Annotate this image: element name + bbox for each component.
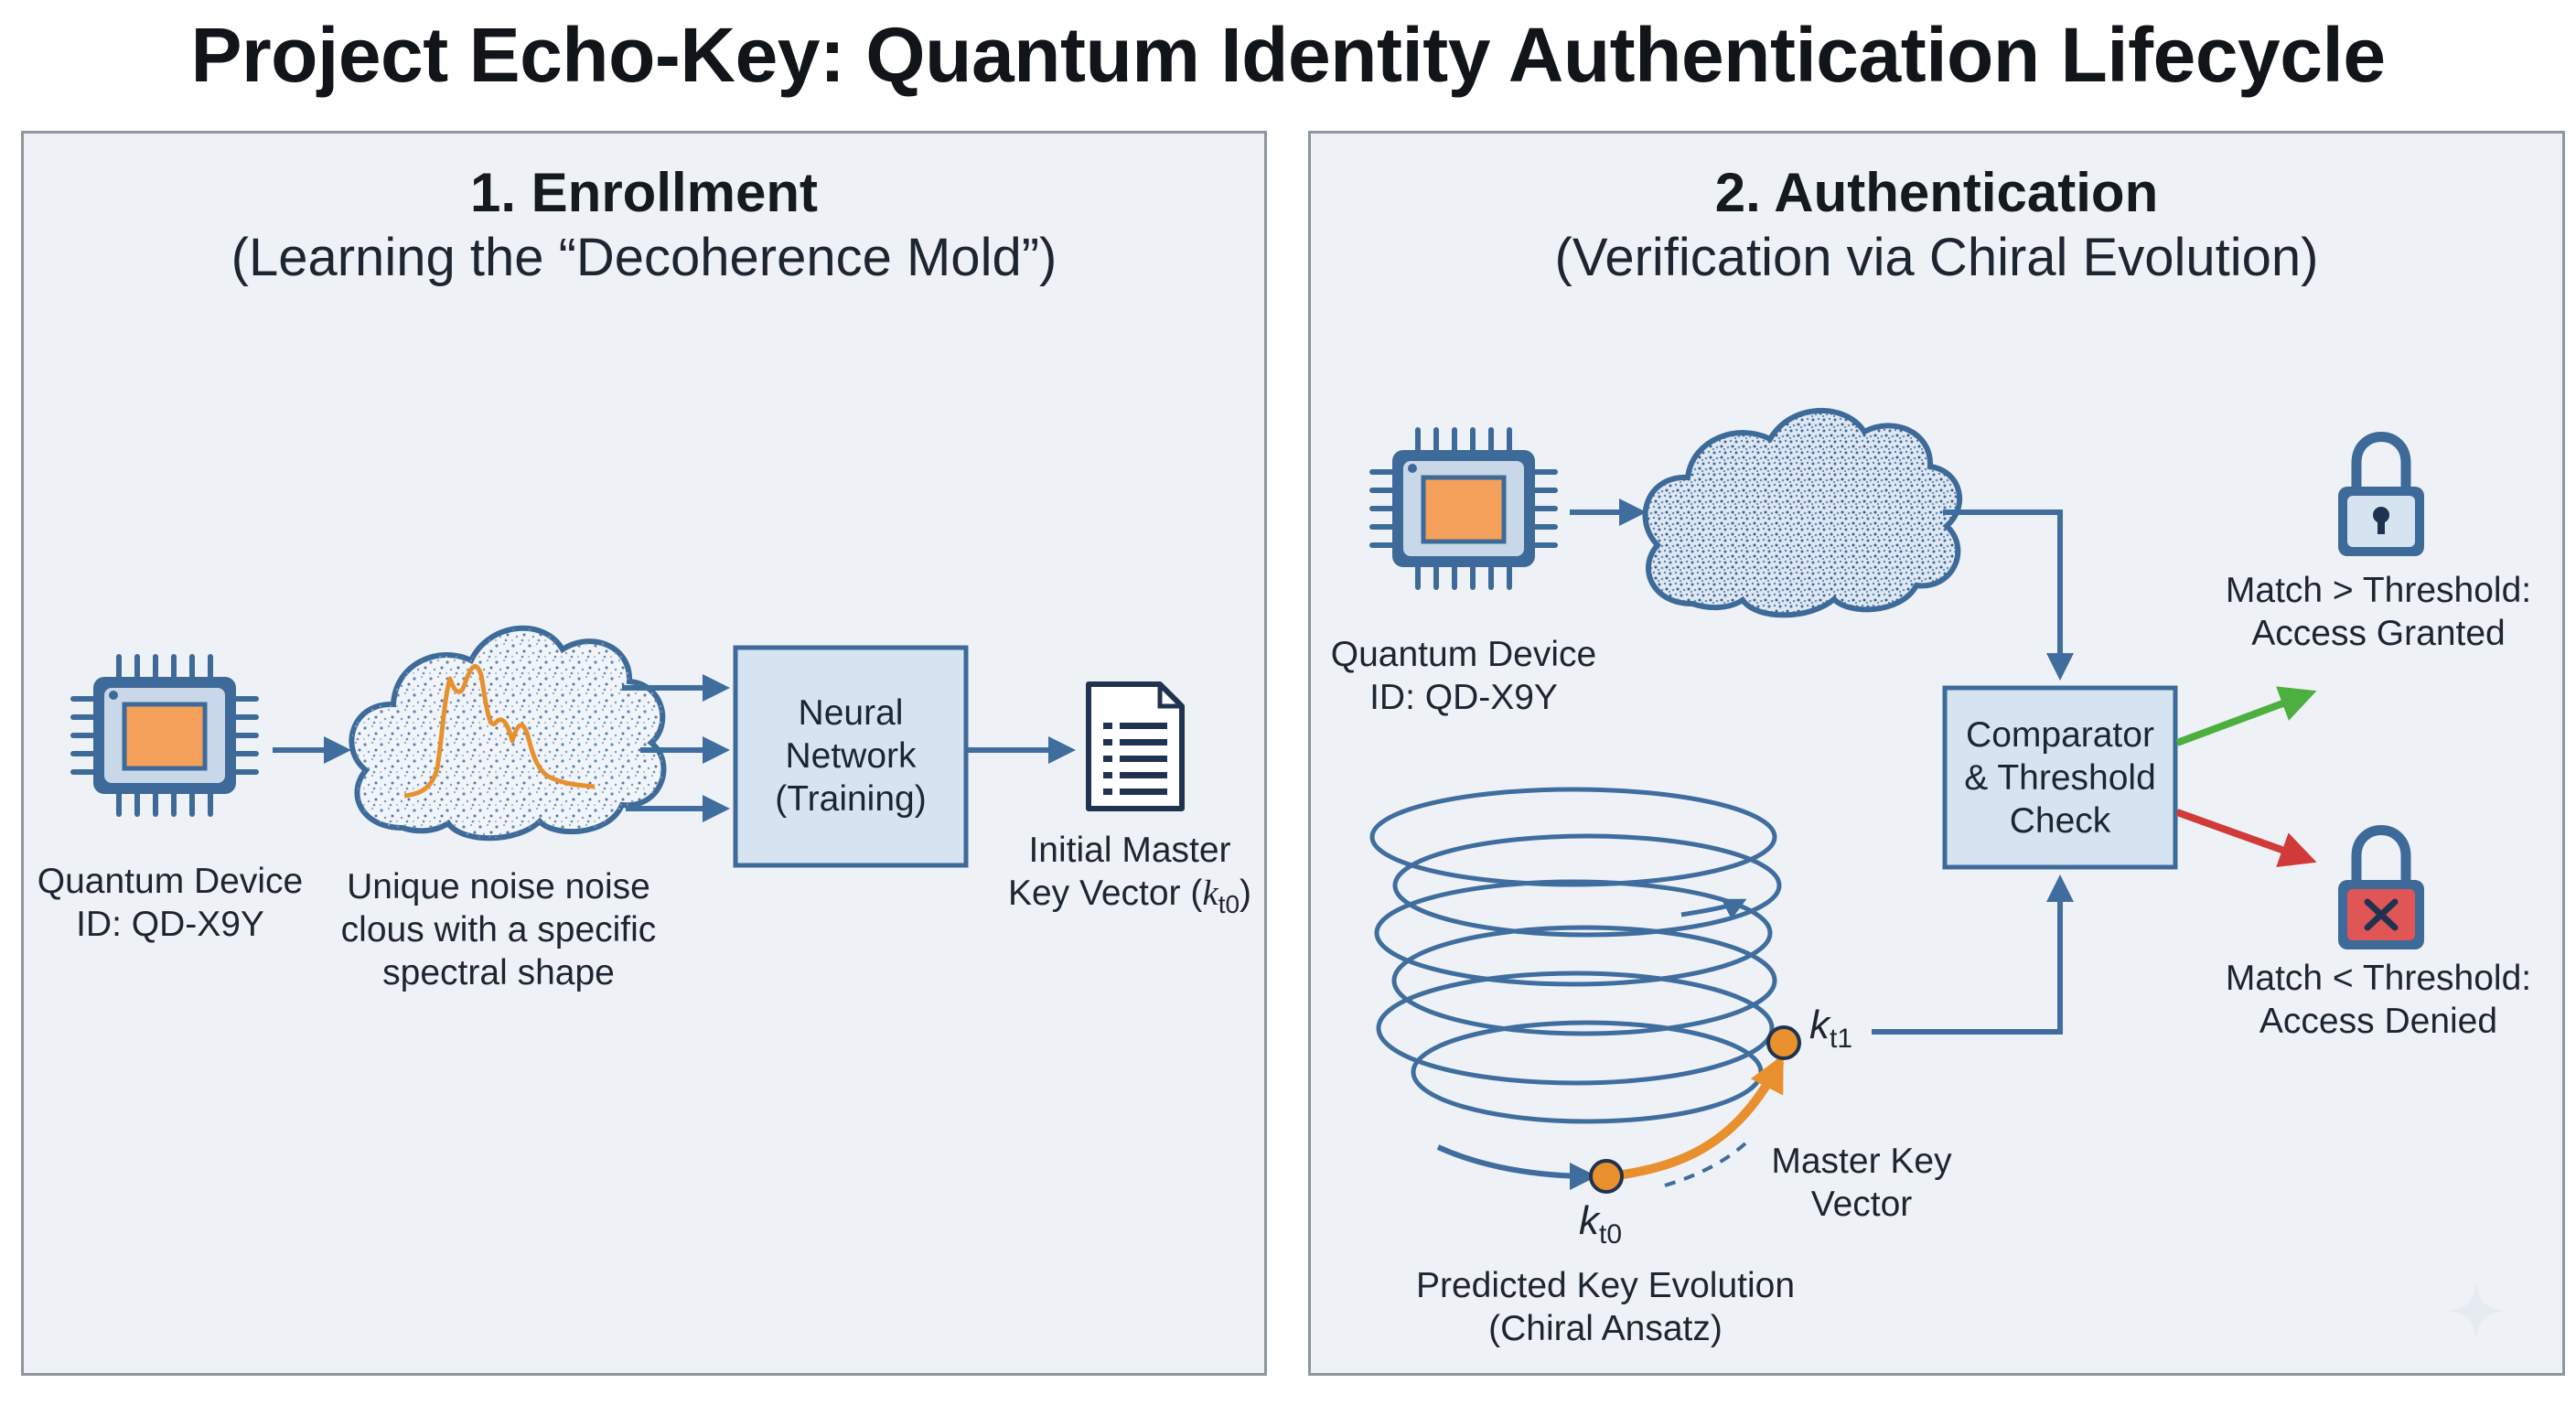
noise-cloud-label: Unique noise noise clous with a specific…: [340, 867, 657, 992]
enrollment-panel: 1. Enrollment (Learning the “Decoherence…: [21, 131, 1267, 1376]
sparkle-icon: [2446, 1281, 2506, 1341]
enrollment-heading: 1. Enrollment: [469, 162, 819, 223]
k-t0-label: kt0: [1579, 1198, 1623, 1249]
main-title: Project Echo-Key: Quantum Identity Authe…: [190, 12, 2386, 98]
authentication-heading: 2. Authentication: [1714, 162, 2159, 223]
k-t1-label: kt1: [1809, 1003, 1853, 1054]
predicted-key-evolution-label: Predicted Key Evolution (Chiral Ansatz): [1415, 1266, 1796, 1348]
access-granted-label: Match > Threshold: Access Granted: [2225, 571, 2532, 653]
authentication-device-label: Quantum Device ID: QD-X9Y: [1330, 635, 1597, 717]
master-key-vector-label: Master Key Vector: [1771, 1142, 1952, 1224]
enrollment-device-label: Quantum Device ID: QD-X9Y: [37, 862, 304, 944]
enrollment-subheading: (Learning the “Decoherence Mold”): [231, 228, 1057, 287]
access-denied-label: Match < Threshold: Access Denied: [2225, 959, 2532, 1041]
authentication-subheading: (Verification via Chiral Evolution): [1554, 228, 2319, 287]
comparator-label: Comparator & Threshold Check: [1964, 715, 2156, 841]
initial-master-key-label: Initial Master Key Vector (kt0): [1007, 831, 1252, 918]
neural-network-label: Neural Network (Training): [775, 693, 927, 819]
